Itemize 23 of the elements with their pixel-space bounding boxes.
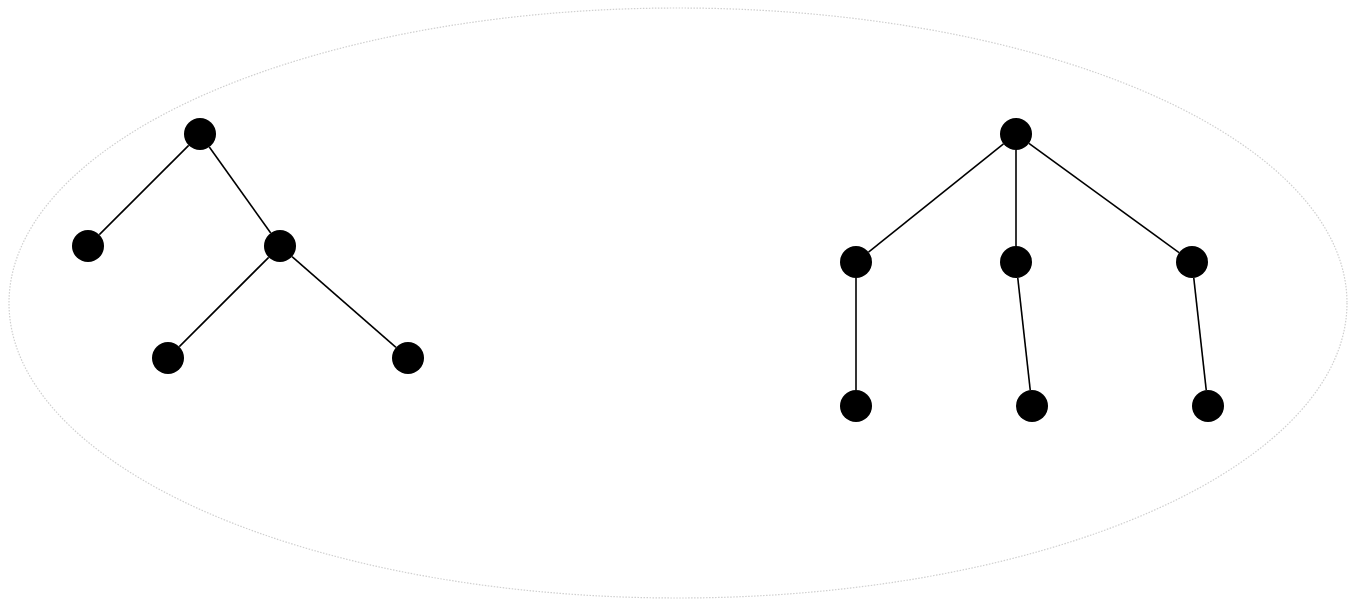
tree-node-dot bbox=[1000, 118, 1032, 150]
tree-edge-line bbox=[867, 143, 1005, 253]
tree-edge-line bbox=[1015, 149, 1017, 247]
tree-edge-line bbox=[98, 144, 190, 236]
tree-edge-line bbox=[855, 277, 857, 391]
tree-node-dot bbox=[1192, 390, 1224, 422]
tree-node-dot bbox=[1016, 390, 1048, 422]
tree-node-dot bbox=[184, 118, 216, 150]
tree-node-dot bbox=[264, 230, 296, 262]
tree-edge-line bbox=[291, 255, 397, 349]
tree-node-dot bbox=[72, 230, 104, 262]
tree-edge-line bbox=[1028, 142, 1180, 254]
tree-node-dot bbox=[152, 342, 184, 374]
tree-node-dot bbox=[840, 390, 872, 422]
tree-edge-line bbox=[1192, 277, 1208, 391]
tree-node-dot bbox=[1176, 246, 1208, 278]
tree-node-dot bbox=[840, 246, 872, 278]
dotted-ellipse bbox=[8, 7, 1348, 599]
tree-edge-line bbox=[178, 256, 270, 348]
tree-node-dot bbox=[1000, 246, 1032, 278]
tree-edge-line bbox=[1016, 277, 1032, 391]
tree-node-dot bbox=[392, 342, 424, 374]
tree-edge-line bbox=[208, 146, 272, 234]
